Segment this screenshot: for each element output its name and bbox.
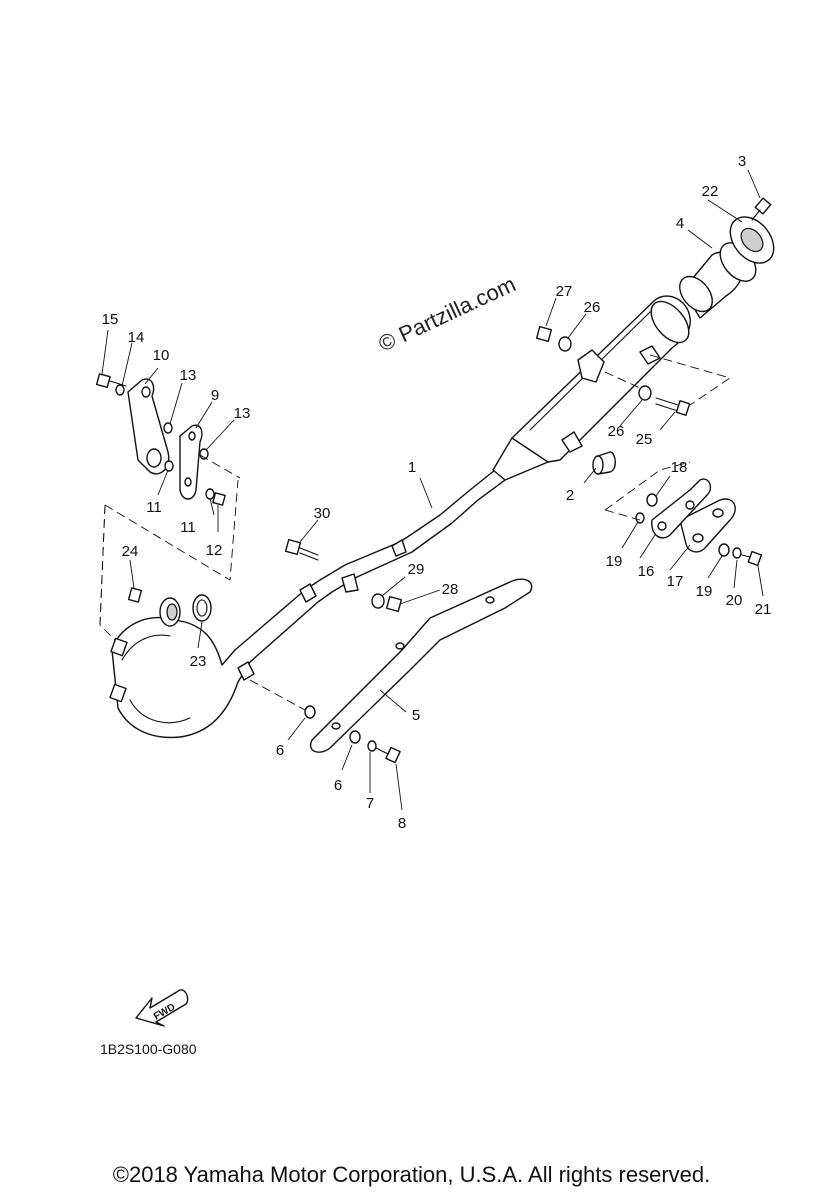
callout-24: 24 <box>122 543 139 560</box>
nut-24[interactable] <box>127 587 143 603</box>
spring-washer-7[interactable] <box>367 740 377 752</box>
callout-1: 1 <box>408 459 416 476</box>
callout-18: 18 <box>671 459 688 476</box>
callout-19a: 19 <box>606 553 623 570</box>
callout-26a: 26 <box>584 299 601 316</box>
bolt-15[interactable] <box>95 373 127 389</box>
callout-13b: 13 <box>234 405 251 422</box>
nut-12[interactable] <box>212 492 226 506</box>
callout-12: 12 <box>206 542 223 559</box>
muffler[interactable] <box>492 295 696 481</box>
leader-lines <box>101 169 764 811</box>
callout-11b: 11 <box>180 519 196 536</box>
callout-19b: 19 <box>696 583 713 600</box>
tailpipe[interactable] <box>673 236 763 319</box>
callout-8: 8 <box>398 815 406 832</box>
callout-3: 3 <box>738 153 746 170</box>
exhaust-stay[interactable] <box>309 578 533 753</box>
collar-11a[interactable] <box>164 460 174 472</box>
bolt-25[interactable] <box>655 397 691 416</box>
callout-15: 15 <box>102 311 119 328</box>
bolt-3[interactable] <box>751 197 772 221</box>
bolt-21[interactable] <box>741 550 763 567</box>
callout-6b: 6 <box>334 777 342 794</box>
washer-29[interactable] <box>371 593 385 609</box>
washer-6a[interactable] <box>304 705 316 719</box>
bolt-8[interactable] <box>375 746 401 764</box>
callout-20: 20 <box>726 592 743 609</box>
washer-19b[interactable] <box>718 543 730 557</box>
exhaust-guard-10[interactable] <box>127 378 170 475</box>
bolt-30[interactable] <box>284 538 319 561</box>
callout-7: 7 <box>366 795 374 812</box>
copyright-notice: ©2018 Yamaha Motor Corporation, U.S.A. A… <box>112 1162 711 1187</box>
nut-28[interactable] <box>385 595 403 613</box>
callout-29: 29 <box>408 561 425 578</box>
callout-17: 17 <box>667 573 684 590</box>
callout-21: 21 <box>755 601 772 618</box>
exhaust-pipe[interactable] <box>109 469 506 739</box>
callout-4: 4 <box>676 215 684 232</box>
callout-2: 2 <box>566 487 574 504</box>
grommet-2[interactable] <box>592 451 616 475</box>
callout-30: 30 <box>314 505 331 522</box>
collar-13a[interactable] <box>163 422 173 434</box>
exhaust-parts-diagram: © Partzilla.com <box>95 153 782 1057</box>
callout-25: 25 <box>636 431 653 448</box>
callout-13a: 13 <box>180 367 197 384</box>
collar-11b[interactable] <box>205 488 215 500</box>
fwd-arrow-icon: FWD <box>135 989 189 1027</box>
callout-23: 23 <box>190 653 207 670</box>
callout-22: 22 <box>702 183 719 200</box>
callout-6a: 6 <box>276 742 284 759</box>
washer-26b[interactable] <box>638 385 652 401</box>
nut-27[interactable] <box>535 325 553 343</box>
callout-5: 5 <box>412 707 420 724</box>
callout-16: 16 <box>638 563 655 580</box>
bracket-17[interactable] <box>679 498 736 553</box>
callout-9: 9 <box>211 387 219 404</box>
exhaust-guard-9[interactable] <box>179 424 203 500</box>
callout-28: 28 <box>442 581 459 598</box>
collar-18[interactable] <box>646 493 658 507</box>
callout-14: 14 <box>128 329 145 346</box>
callout-26b: 26 <box>608 423 625 440</box>
washer-6b[interactable] <box>349 730 361 744</box>
callout-11a: 11 <box>146 499 162 516</box>
exhaust-joint[interactable] <box>159 597 181 627</box>
callout-10: 10 <box>153 347 170 364</box>
watermark-text: © Partzilla.com <box>375 271 520 356</box>
diagram-code: 1B2S100-G080 <box>100 1041 197 1057</box>
washer-14[interactable] <box>115 384 125 396</box>
washer-19a[interactable] <box>635 512 645 524</box>
bracket-16[interactable] <box>651 478 712 539</box>
gasket-23[interactable] <box>192 594 212 622</box>
end-cap[interactable] <box>721 209 782 272</box>
washer-26a[interactable] <box>558 336 572 352</box>
assembly-lines <box>99 354 732 711</box>
nut-20[interactable] <box>732 547 742 559</box>
callout-27: 27 <box>556 283 573 300</box>
callouts: 1 2 3 4 5 6 6 7 8 9 10 11 11 12 13 13 14… <box>102 153 772 832</box>
